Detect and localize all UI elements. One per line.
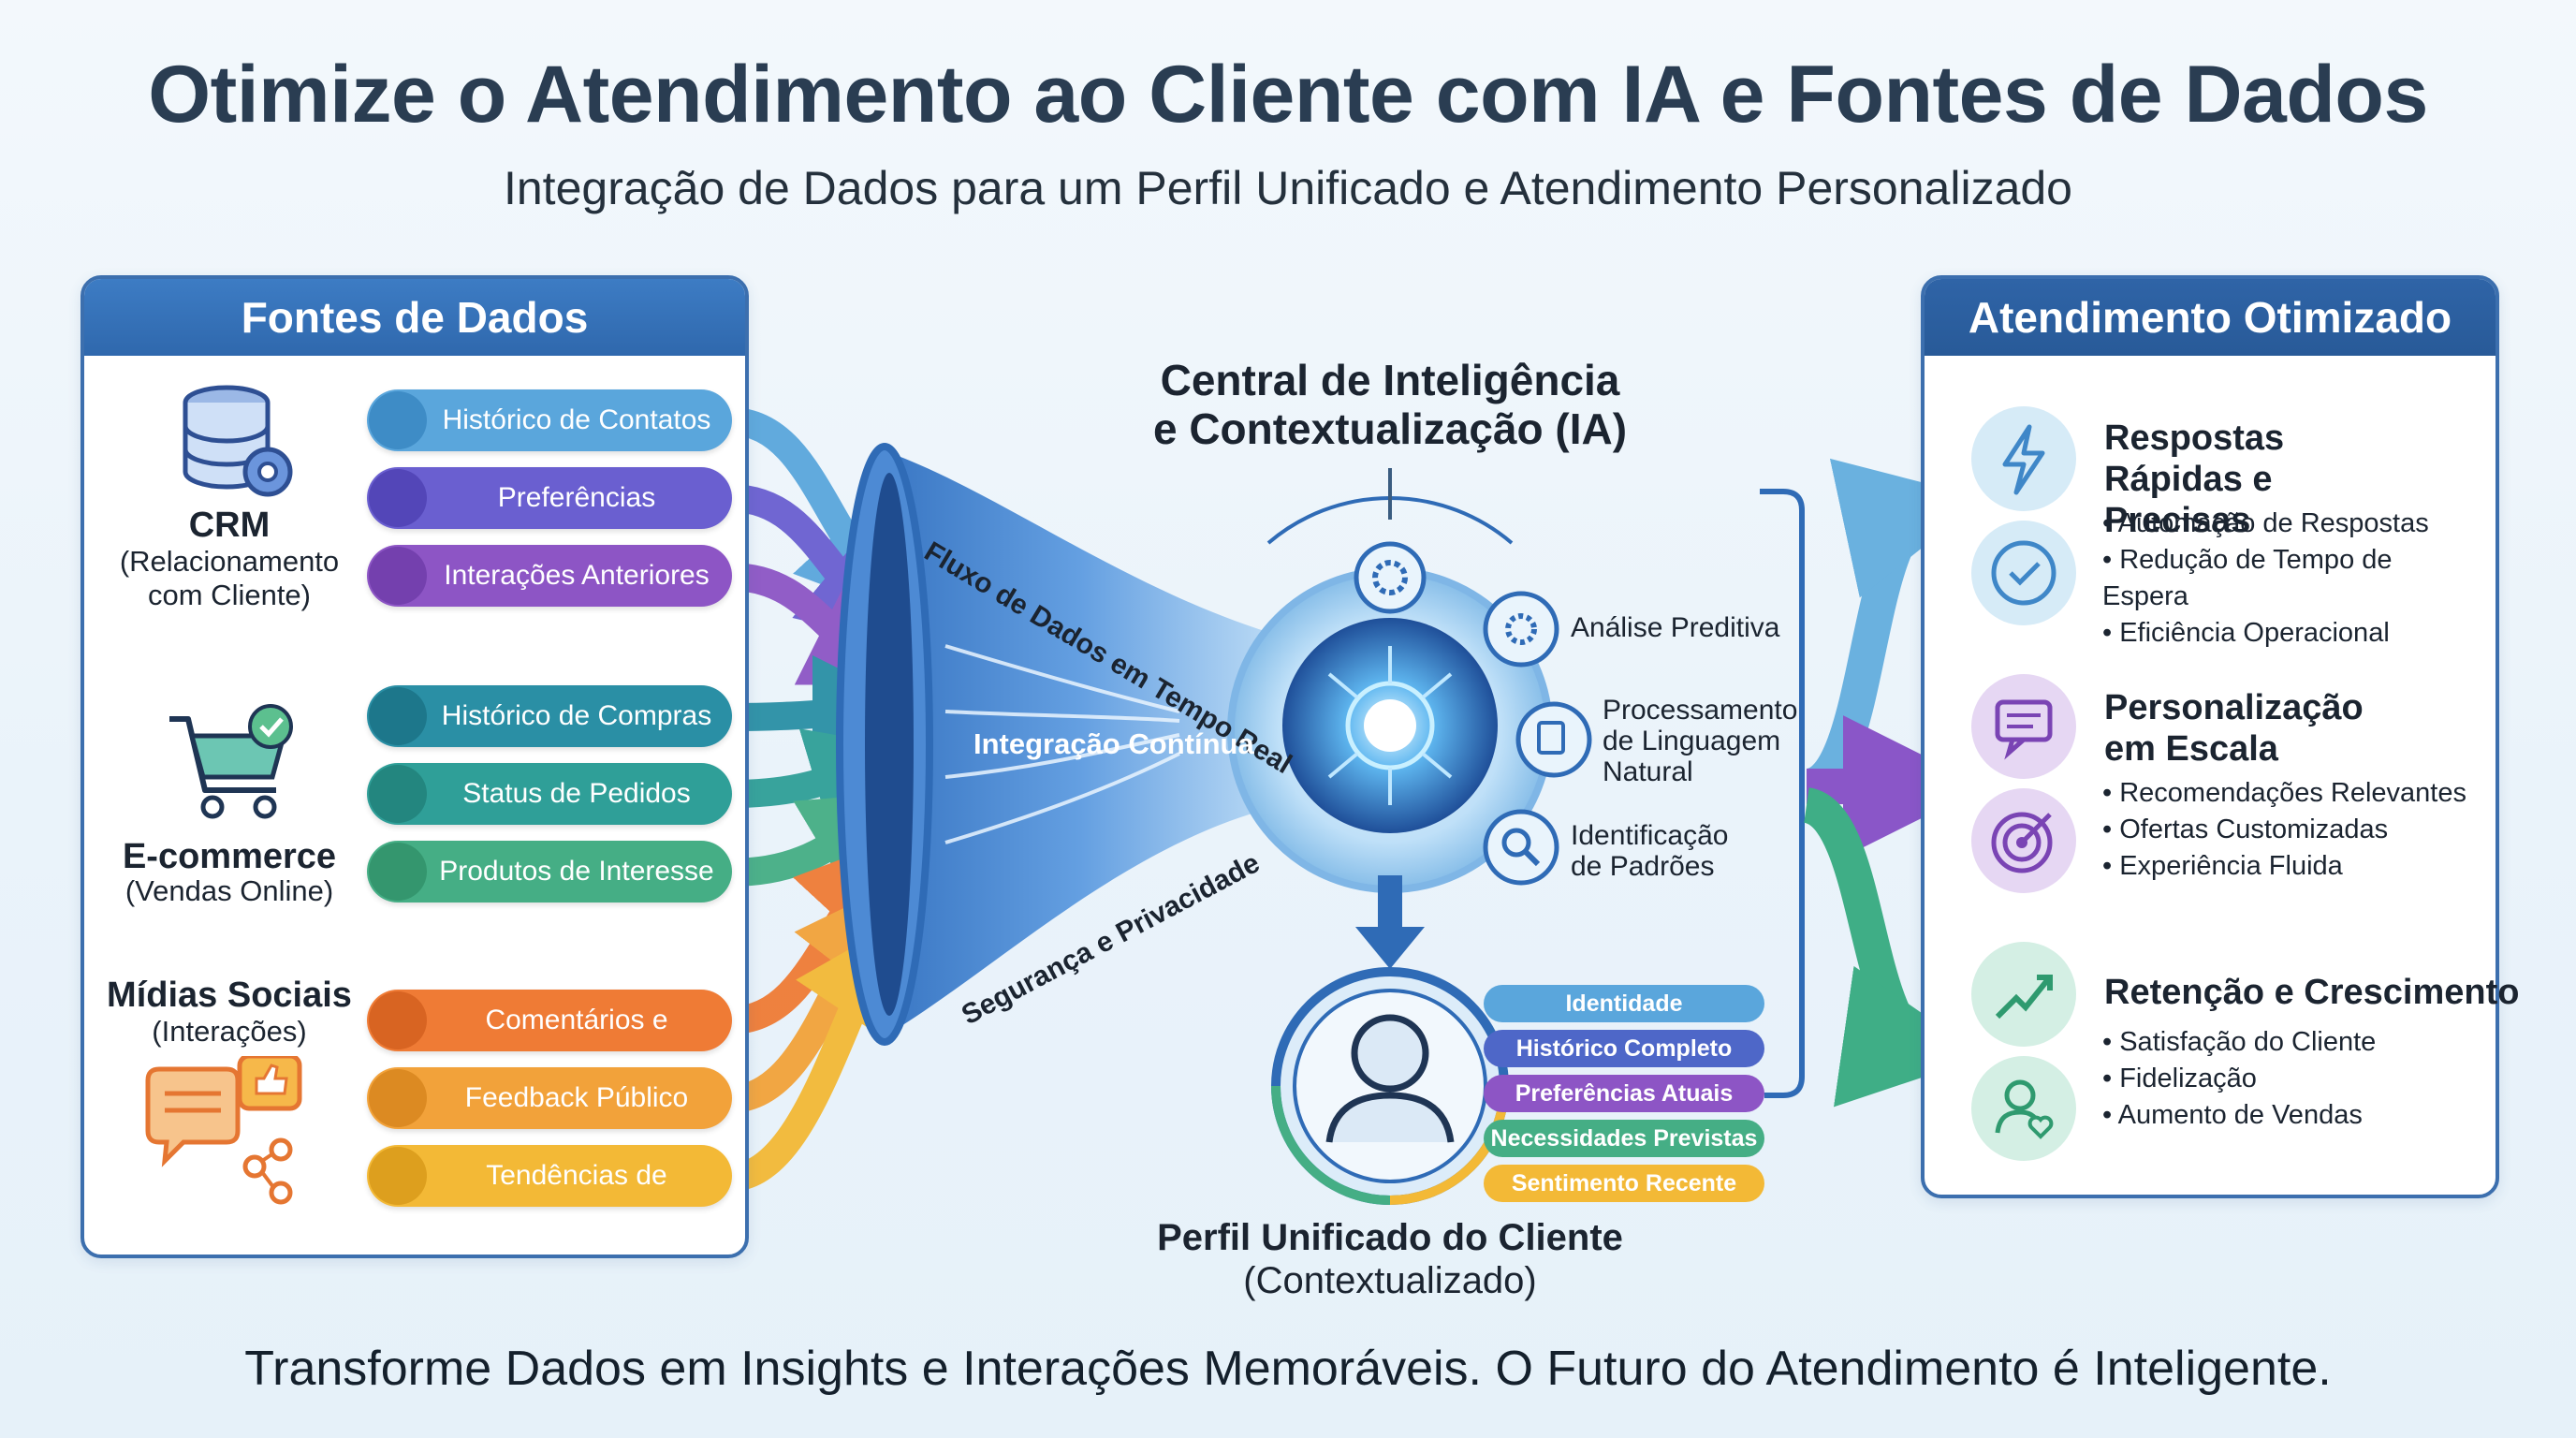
thumbs-up-icon xyxy=(369,1069,427,1127)
person-icon xyxy=(1351,1014,1429,1093)
user-heart-icon xyxy=(1971,1056,2076,1161)
social-chat-icon xyxy=(145,1056,302,1205)
comment-icon xyxy=(369,991,427,1049)
feature-analise-preditiva: Análise Preditiva xyxy=(1571,612,1780,643)
nlp-doc-node xyxy=(1515,701,1592,778)
crm-name: CRM xyxy=(188,506,271,545)
social-sub: (Interações) xyxy=(152,1015,307,1048)
bullet: Satisfação do Cliente xyxy=(2102,1024,2477,1061)
bullet: Automação de Respostas xyxy=(2102,506,2477,542)
outcomes-header: Atendimento Otimizado xyxy=(1925,279,2496,356)
pill-preferencias: Preferências xyxy=(367,467,732,529)
tag-historico-completo: Histórico Completo xyxy=(1484,1030,1764,1067)
feature-processamento-linguagem: Processamento de Linguagem Natural xyxy=(1603,695,1798,787)
pattern-search-node xyxy=(1483,809,1559,886)
pill-comentarios-mencoes: Comentários e Menções xyxy=(367,990,732,1097)
crm-sub: (Relacionamento com Cliente) xyxy=(119,545,340,611)
pill-feedback-publico: Feedback Público xyxy=(367,1067,732,1129)
predictive-gears-node xyxy=(1483,591,1559,668)
page-subtitle: Integração de Dados para um Perfil Unifi… xyxy=(503,162,2072,214)
pill-tendencias-sentimento: Tendências de Sentimento xyxy=(367,1145,732,1253)
contact-card-icon xyxy=(369,391,427,449)
trend-up-icon xyxy=(369,1147,427,1205)
tag-preferencias-atuais: Preferências Atuais xyxy=(1484,1075,1764,1112)
tag-identidade: Identidade xyxy=(1484,985,1764,1022)
bullet: Experiência Fluida xyxy=(2102,848,2477,885)
box-icon xyxy=(369,843,427,901)
pill-historico-compras: Histórico de Compras xyxy=(367,685,732,747)
funnel-center-label: Integração Contínua xyxy=(973,727,1254,760)
social-name: Mídias Sociais xyxy=(107,976,352,1015)
profile-title: Perfil Unificado do Cliente xyxy=(1157,1217,1623,1258)
chat-icon xyxy=(1971,674,2076,779)
outcome-bullets-personalizacao: Recomendações Relevantes Ofertas Customi… xyxy=(2102,775,2477,885)
outcome-title-retencao: Retenção e Crescimento xyxy=(2104,973,2520,1012)
bullet: Eficiência Operacional xyxy=(2102,615,2477,652)
bullet: Recomendações Relevantes xyxy=(2102,775,2477,812)
bullet: Fidelização xyxy=(2102,1061,2477,1097)
pill-historico-contatos: Histórico de Contatos xyxy=(367,389,732,451)
footer-tagline: Transforme Dados em Insights e Interaçõe… xyxy=(244,1342,2332,1396)
outcome-bullets-retencao: Satisfação do Cliente Fidelização Aument… xyxy=(2102,1024,2477,1134)
cart-icon xyxy=(369,687,427,745)
hub-to-profile-arrow xyxy=(1355,875,1425,969)
card-icon xyxy=(369,765,427,823)
target-icon xyxy=(1971,788,2076,893)
gear-node xyxy=(1354,541,1427,614)
bullet: Redução de Tempo de Espera xyxy=(2102,542,2477,615)
profile-book-icon xyxy=(369,469,427,527)
ecommerce-name: E-commerce xyxy=(122,837,337,876)
growth-arrow-icon xyxy=(1971,942,2076,1047)
feature-identificacao-padroes: Identificação de Padrões xyxy=(1571,820,1729,882)
database-gear-icon xyxy=(183,385,293,497)
pill-interacoes-anteriores: Interações Anteriores xyxy=(367,545,732,607)
bullet: Aumento de Vendas xyxy=(2102,1097,2477,1134)
outcome-arrow-blue xyxy=(1803,459,1984,804)
page-title: Otimize o Atendimento ao Cliente com IA … xyxy=(148,50,2428,139)
pill-produtos-interesse: Produtos de Interesse xyxy=(367,841,732,902)
outcome-title-personalizacao: Personalização em Escala xyxy=(2104,688,2364,769)
outcome-arrow-green xyxy=(1801,787,1985,1107)
central-title: Central de Inteligência e Contextualizaç… xyxy=(1152,356,1628,453)
outcome-bullets-respostas: Automação de Respostas Redução de Tempo … xyxy=(2102,506,2477,652)
tag-sentimento-recente: Sentimento Recente xyxy=(1484,1165,1764,1202)
data-sources-header: Fontes de Dados xyxy=(84,279,745,356)
bullet: Ofertas Customizadas xyxy=(2102,812,2477,848)
tag-necessidades-previstas: Necessidades Previstas xyxy=(1484,1120,1764,1157)
handshake-icon xyxy=(369,547,427,605)
data-funnel xyxy=(880,449,1282,1039)
ecommerce-sub: (Vendas Online) xyxy=(124,874,334,907)
shopping-cart-icon xyxy=(169,704,293,819)
check-circle-icon xyxy=(1971,521,2076,625)
lightning-icon xyxy=(1971,406,2076,511)
pill-status-pedidos: Status de Pedidos xyxy=(367,763,732,825)
profile-sub: (Contextualizado) xyxy=(1243,1260,1537,1301)
